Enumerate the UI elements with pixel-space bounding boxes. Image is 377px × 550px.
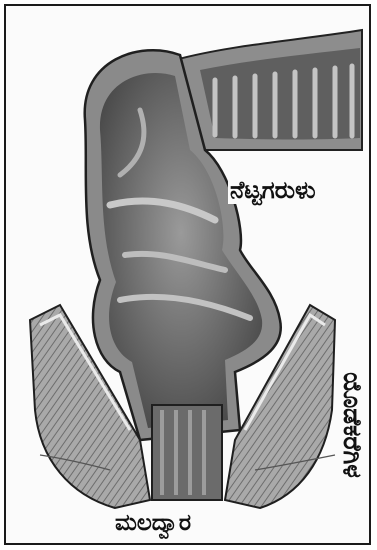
label-rectum: ನೆಟ್ಟಗರುಳು: [228, 176, 318, 204]
label-anus: ಮಲದ್ವಾರ: [112, 510, 194, 536]
sigmoid-colon: [175, 30, 362, 150]
label-sphincter-text: ಯೊಡೆಕರೆಗಿಳ: [337, 372, 367, 478]
label-sphincter: ಯೊಡೆಕರೆಗಿಳ: [333, 345, 371, 505]
